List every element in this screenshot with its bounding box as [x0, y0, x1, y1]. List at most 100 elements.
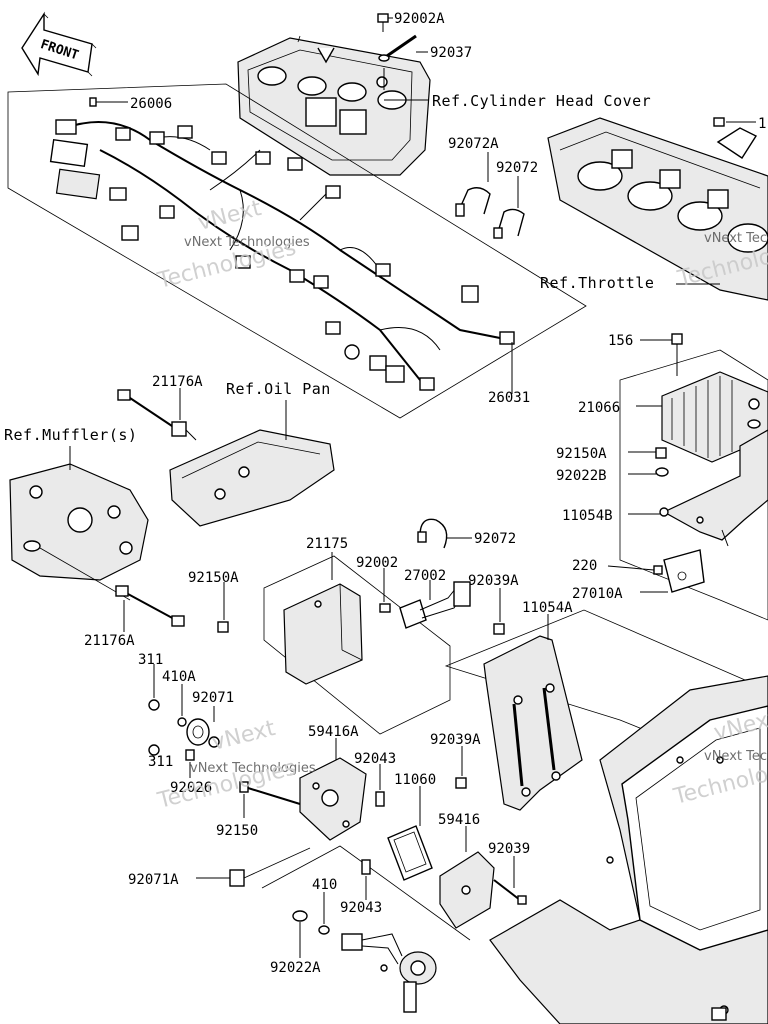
label-26006: 26006 — [130, 96, 172, 112]
label-311-top: 311 — [138, 652, 163, 668]
label-92072-top: 92072 — [496, 160, 538, 176]
regulator-21066 — [661, 371, 768, 463]
label-410: 410 — [312, 877, 337, 893]
cylinder-head-cover — [237, 35, 431, 176]
bolt-92150A-right — [655, 447, 667, 459]
label-92072A: 92072A — [448, 136, 499, 152]
nut-311-bottom — [148, 744, 160, 756]
label-1: 1 — [758, 116, 766, 132]
oil-pan — [169, 429, 335, 527]
washer-92022A — [292, 910, 308, 922]
band-92072-mid — [417, 518, 448, 549]
label-92039: 92039 — [488, 841, 530, 857]
label-92022B: 92022B — [556, 468, 607, 484]
label-92026: 92026 — [170, 780, 212, 796]
grommet-92071A — [229, 869, 245, 887]
bolt-92039A-top — [493, 623, 505, 635]
svg-text:vNext Technologies: vNext Technologies — [704, 749, 768, 764]
label-410A: 410A — [162, 669, 196, 685]
label-92002A: 92002A — [394, 11, 445, 27]
bolt-220 — [653, 565, 663, 575]
label-92150A-left: 92150A — [188, 570, 239, 586]
label-59416A: 59416A — [308, 724, 359, 740]
bracket-frame — [444, 609, 768, 781]
label-92039A-mid: 92039A — [430, 732, 481, 748]
regulator-frame — [619, 349, 768, 621]
label-92150A-right: 92150A — [556, 446, 607, 462]
label-92072-mid: 92072 — [474, 531, 516, 547]
label-26031: 26031 — [488, 390, 530, 406]
label-27002: 27002 — [404, 568, 446, 584]
relay-27010A — [663, 549, 705, 593]
svg-text:vNext Technologies: vNext Technologies — [190, 761, 316, 776]
svg-text:vNext Technologies: vNext Technologies — [704, 231, 768, 246]
gasket-92037 — [378, 34, 417, 62]
label-92022A: 92022A — [270, 960, 321, 976]
bracket-59416A — [299, 757, 367, 841]
label-92039A-top: 92039A — [468, 573, 519, 589]
label-92043-bottom: 92043 — [340, 900, 382, 916]
label-21066: 21066 — [578, 400, 620, 416]
label-92150: 92150 — [216, 823, 258, 839]
label-311-bottom: 311 — [148, 754, 173, 770]
throttle-body — [547, 117, 768, 301]
svg-text:vNext: vNext — [195, 196, 264, 236]
clip-26006 — [89, 97, 97, 107]
washer-410A — [177, 717, 187, 727]
label-92043-top: 92043 — [354, 751, 396, 767]
ecu-frame — [263, 555, 451, 735]
bolt-92002 — [379, 603, 391, 613]
front-arrow-icon: FRONT — [21, 11, 97, 77]
band-92072-top — [493, 208, 525, 239]
cover-59416 — [439, 851, 495, 929]
frame-section — [489, 675, 768, 1024]
label-21176A-lower: 21176A — [84, 633, 135, 649]
bolt-92150A-left — [217, 621, 229, 633]
label-59416: 59416 — [438, 812, 480, 828]
svg-text:vNext: vNext — [209, 716, 278, 756]
sensor-1 — [713, 117, 758, 159]
sensor-21176A-upper — [117, 389, 197, 441]
label-92037: 92037 — [430, 45, 472, 61]
ecu-21175 — [283, 583, 363, 685]
label-21175: 21175 — [306, 536, 348, 552]
band-92072A — [455, 187, 491, 217]
sensor-21176A-lower — [115, 585, 185, 627]
ref-muffler: Ref.Muffler(s) — [4, 426, 137, 444]
bolt-92002A — [377, 13, 389, 32]
ref-oil-pan: Ref.Oil Pan — [226, 380, 331, 398]
bolt-92150 — [239, 781, 301, 805]
bracket-11054A — [483, 635, 583, 811]
ref-throttle: Ref.Throttle — [540, 274, 654, 292]
sensor-27002 — [399, 581, 471, 629]
label-92002: 92002 — [356, 555, 398, 571]
bolt-156 — [671, 333, 683, 345]
collar-92026 — [185, 749, 195, 761]
muffler — [9, 463, 149, 581]
svg-text:vNext Technologies: vNext Technologies — [184, 235, 310, 250]
label-21176A-upper: 21176A — [152, 374, 203, 390]
harness-frame — [7, 83, 587, 419]
label-11054A: 11054A — [522, 600, 573, 616]
washer-410 — [318, 925, 330, 935]
bracket-11054B — [659, 429, 768, 547]
collar-92043-bottom — [361, 859, 371, 875]
nut-311-top — [148, 699, 160, 711]
bolt-92039A-mid — [455, 777, 467, 789]
collar-92071-inner — [208, 736, 220, 748]
label-27010A: 27010A — [572, 586, 623, 602]
damper-11060 — [387, 825, 433, 881]
ref-cylinder-head-cover: Ref.Cylinder Head Cover — [432, 92, 651, 110]
wiring-harness — [49, 119, 515, 391]
grommet-92071 — [186, 718, 210, 746]
label-92071: 92071 — [192, 690, 234, 706]
collar-92043-top — [375, 791, 385, 807]
washer-92022B — [655, 467, 669, 477]
label-11054B: 11054B — [562, 508, 613, 524]
label-92071A: 92071A — [128, 872, 179, 888]
bolt-92039 — [493, 879, 527, 905]
label-220: 220 — [572, 558, 597, 574]
label-11060: 11060 — [394, 772, 436, 788]
